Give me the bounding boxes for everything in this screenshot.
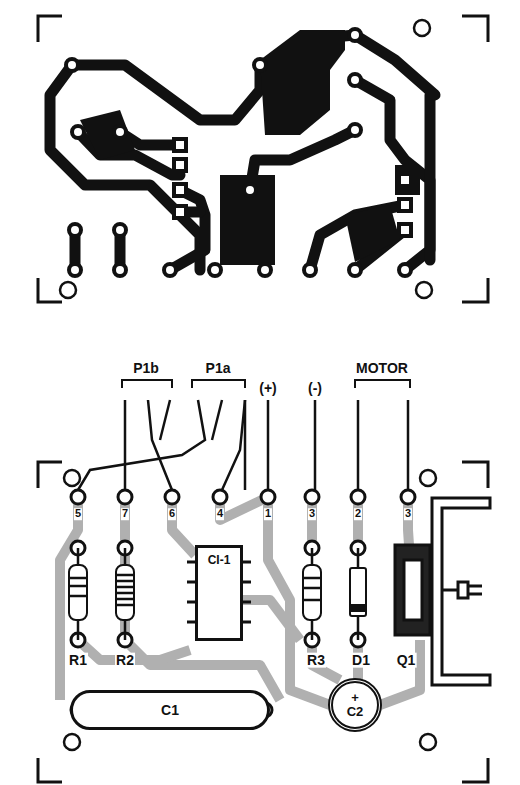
corner-marks — [38, 16, 488, 782]
pin-number: 3 — [404, 508, 412, 520]
component-side-traces — [60, 497, 420, 710]
copper-areas — [80, 30, 420, 265]
pin-number: 7 — [121, 508, 129, 520]
pin-number: 2 — [354, 508, 362, 520]
terminal-label: (-) — [307, 381, 323, 396]
part-label: C1 — [160, 703, 180, 718]
part-label: CI-1 — [207, 554, 232, 567]
part-label: C2 — [346, 705, 365, 719]
pin-number: 1 — [264, 508, 272, 520]
electrolytic-capacitor: C2+ — [328, 678, 382, 732]
solder-pads — [66, 29, 411, 276]
terminal-label: P1a — [205, 361, 232, 376]
terminal-label: (+) — [258, 381, 278, 396]
part-label: R3 — [306, 653, 326, 668]
pin-number: 4 — [216, 508, 224, 520]
terminal-label: MOTOR — [355, 361, 409, 376]
ic-body: CI-1 — [195, 545, 243, 641]
pin-number: 3 — [308, 508, 316, 520]
copper-traces — [50, 35, 435, 270]
capacitor-body: C1 — [70, 690, 270, 730]
pin-number: 5 — [74, 508, 82, 520]
pin-number: 6 — [168, 508, 176, 520]
terminal-label: P1b — [132, 361, 160, 376]
part-label: R2 — [115, 653, 135, 668]
part-label: Q1 — [396, 653, 417, 668]
polarity-mark: + — [350, 691, 360, 705]
part-label: D1 — [351, 653, 371, 668]
part-label: R1 — [68, 653, 88, 668]
leads — [78, 400, 408, 490]
transistor-heatsink — [395, 498, 490, 685]
